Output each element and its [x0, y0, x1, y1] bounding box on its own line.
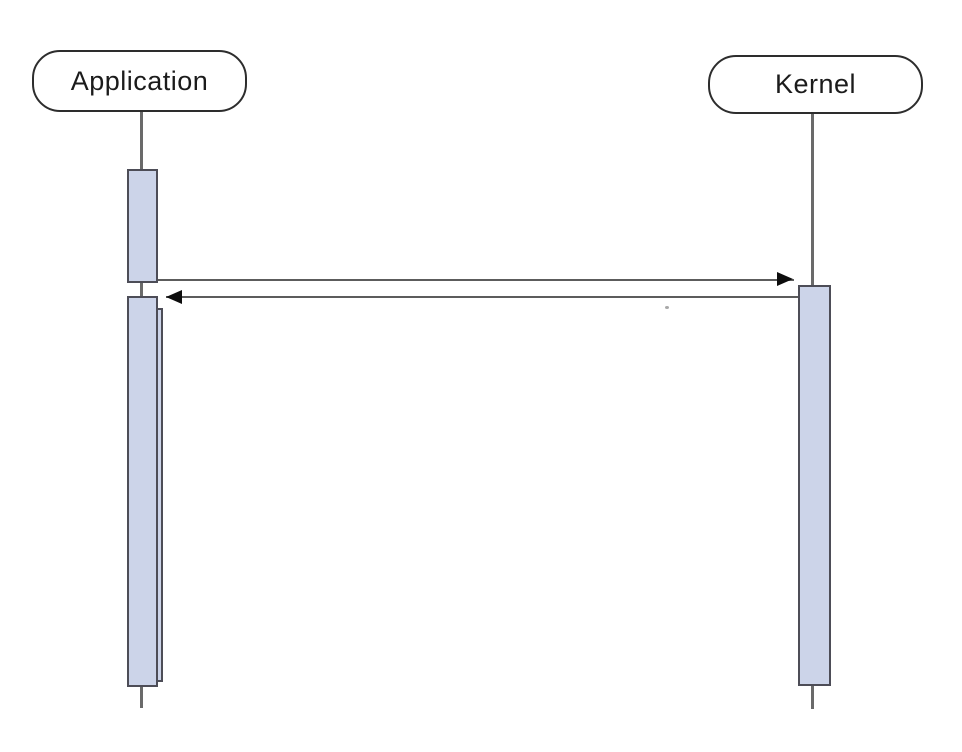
- actor-label-application: Application: [70, 65, 209, 96]
- application-activation-bar-1: [127, 169, 158, 283]
- actor-box-kernel: Kernel: [708, 55, 923, 114]
- arrowhead-right-icon: [777, 272, 793, 286]
- application-activation-bar-2: [127, 296, 158, 687]
- kernel-lifeline-segment: [811, 114, 814, 286]
- application-lifeline-segment: [140, 687, 143, 708]
- arrowhead-left-icon: [166, 290, 182, 304]
- message-line-kernel-to-application: [166, 296, 798, 298]
- actor-box-application: Application: [32, 50, 247, 112]
- kernel-lifeline-segment: [811, 685, 814, 709]
- artifact-speck: [665, 306, 669, 309]
- kernel-activation-bar: [798, 285, 831, 686]
- application-lifeline-segment: [140, 283, 143, 297]
- message-line-application-to-kernel: [158, 279, 794, 281]
- actor-label-kernel: Kernel: [774, 69, 857, 99]
- application-lifeline-segment: [140, 112, 143, 170]
